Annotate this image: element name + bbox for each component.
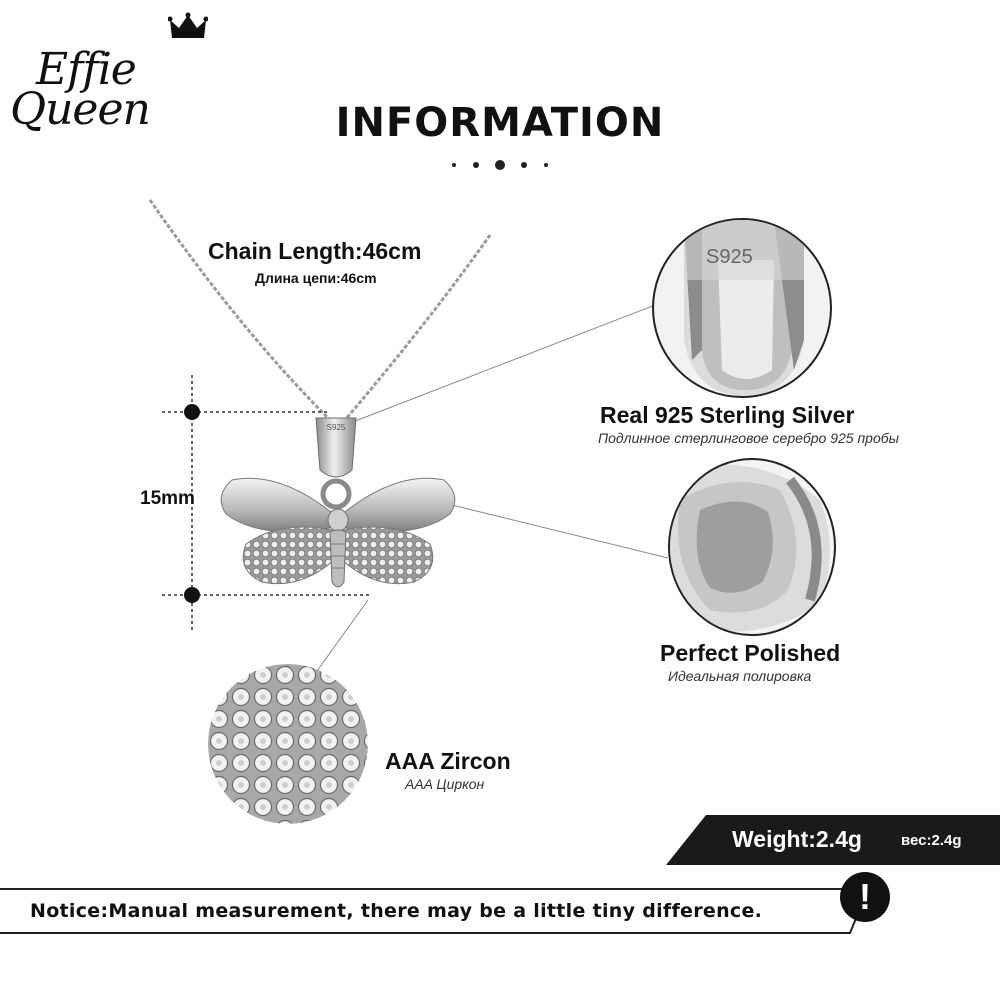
brand-line-1: Effie bbox=[36, 44, 137, 95]
weight-value: Weight:2.4g bbox=[732, 826, 862, 852]
zircon-title: AAA Zircon bbox=[385, 748, 511, 774]
silver-subtitle: Подлинное стерлинговое серебро 925 пробы bbox=[598, 430, 899, 446]
s925-stamp: S925 bbox=[706, 246, 753, 268]
warning-icon: ! bbox=[840, 872, 890, 922]
polished-title: Perfect Polished bbox=[660, 640, 841, 666]
title-dots bbox=[450, 158, 550, 172]
page-title: INFORMATION bbox=[335, 100, 665, 146]
zircon-subtitle: AAA Циркон bbox=[405, 776, 485, 792]
chain-length-label: Chain Length:46cm bbox=[208, 238, 422, 264]
brand-logo: Effie Queen bbox=[8, 8, 228, 132]
weight-banner: Weight:2.4g вес:2.4g bbox=[666, 815, 1000, 865]
pendant-height-label: 15mm bbox=[140, 488, 195, 509]
svg-text:S925: S925 bbox=[327, 423, 346, 432]
polished-subtitle: Идеальная полировка bbox=[668, 668, 812, 684]
silver-detail-image: S925 bbox=[652, 218, 832, 398]
notice-bar: Notice:Manual measurement, there may be … bbox=[0, 888, 870, 934]
zircon-detail-image bbox=[208, 664, 368, 824]
weight-value-ru: вес:2.4g bbox=[901, 832, 962, 849]
crown-icon bbox=[168, 12, 208, 38]
brand-line-2: Queen bbox=[10, 84, 151, 135]
polished-detail-image bbox=[668, 458, 836, 636]
notice-text: Notice:Manual measurement, there may be … bbox=[30, 900, 763, 922]
silver-title: Real 925 Sterling Silver bbox=[600, 402, 855, 428]
chain-length-label-ru: Длина цепи:46cm bbox=[255, 270, 377, 286]
